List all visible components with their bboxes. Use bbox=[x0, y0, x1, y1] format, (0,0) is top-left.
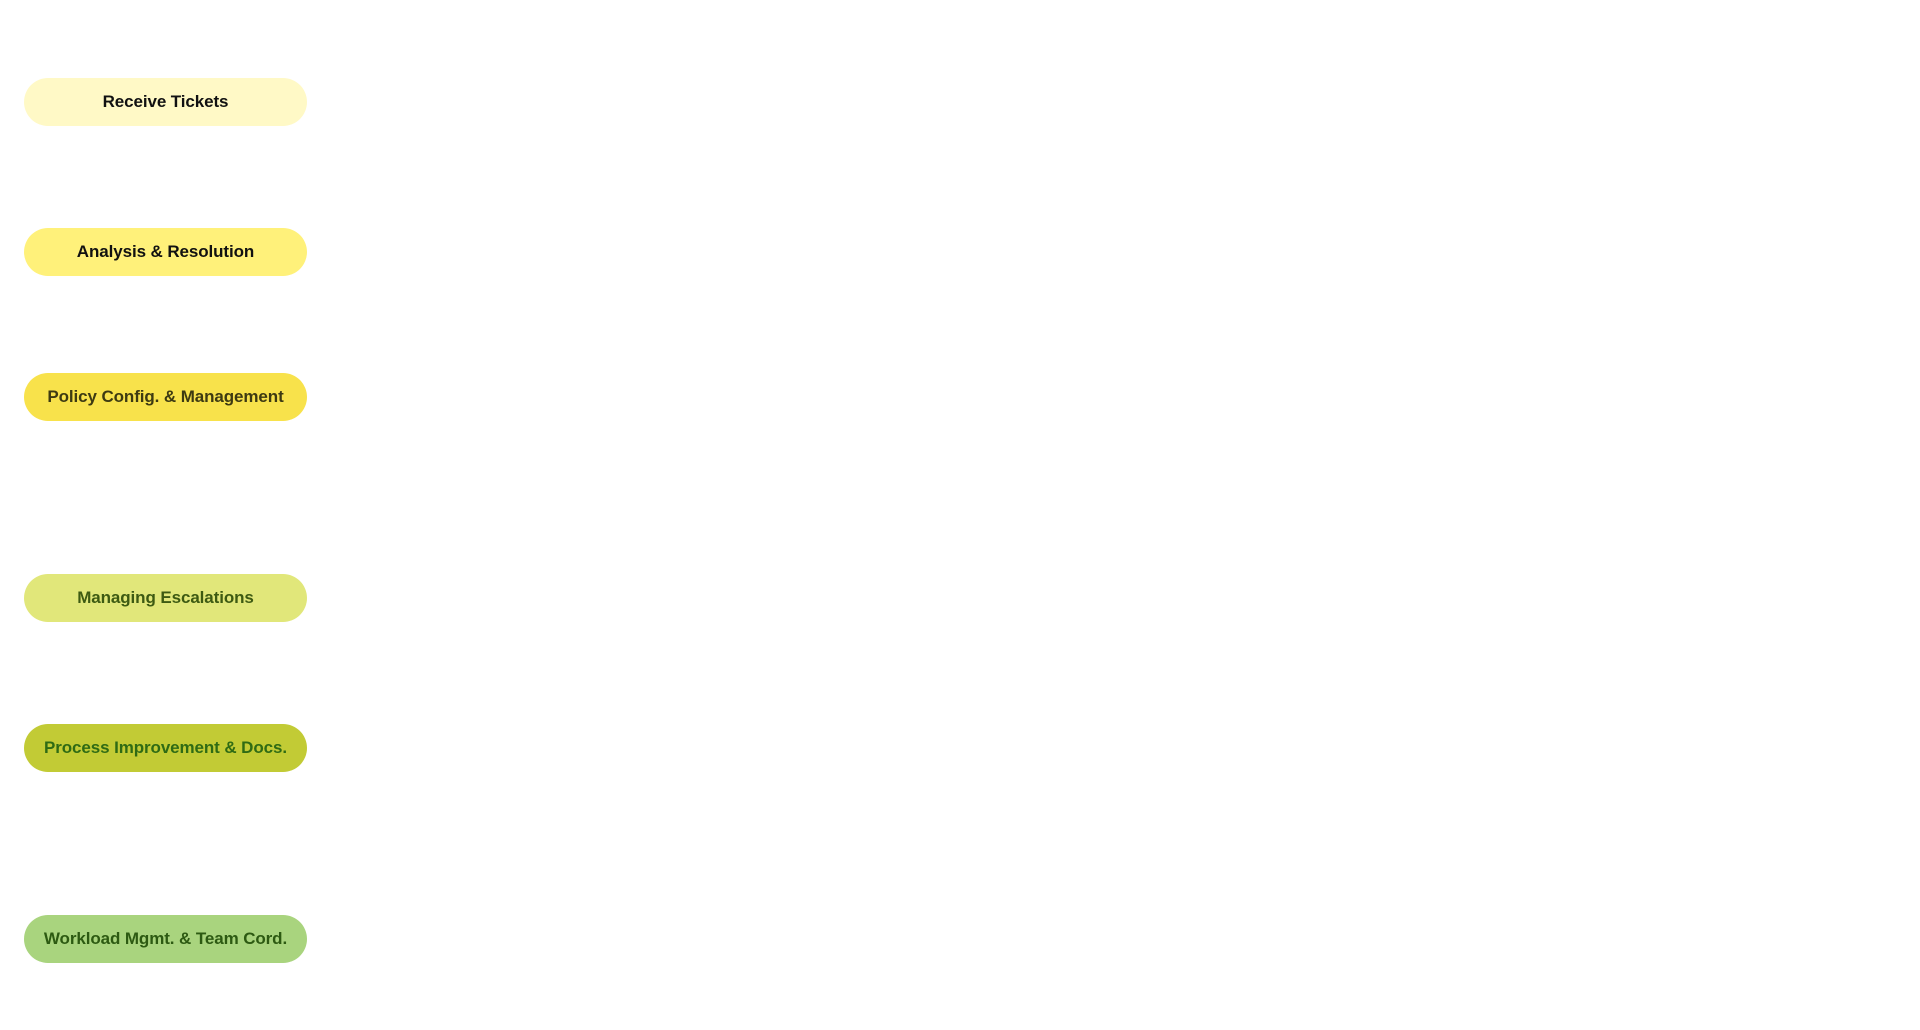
stage-analysis-resolution[interactable]: Analysis & Resolution bbox=[24, 228, 307, 276]
stage-policy-config-management[interactable]: Policy Config. & Management bbox=[24, 373, 307, 421]
stage-label: Workload Mgmt. & Team Cord. bbox=[43, 929, 288, 948]
stage-label: Managing Escalations bbox=[77, 588, 254, 607]
stage-receive-tickets[interactable]: Receive Tickets bbox=[24, 78, 307, 126]
stage-managing-escalations[interactable]: Managing Escalations bbox=[24, 574, 307, 622]
stage-label: Process Improvement & Docs. bbox=[44, 738, 287, 757]
stage-label: Analysis & Resolution bbox=[76, 242, 255, 261]
stage-workload-mgmt-team-cord[interactable]: Workload Mgmt. & Team Cord. bbox=[24, 915, 307, 963]
stage-label: Policy Config. & Management bbox=[47, 387, 284, 406]
stage-process-improvement-docs[interactable]: Process Improvement & Docs. bbox=[24, 724, 307, 772]
stage-label: Receive Tickets bbox=[102, 92, 229, 111]
